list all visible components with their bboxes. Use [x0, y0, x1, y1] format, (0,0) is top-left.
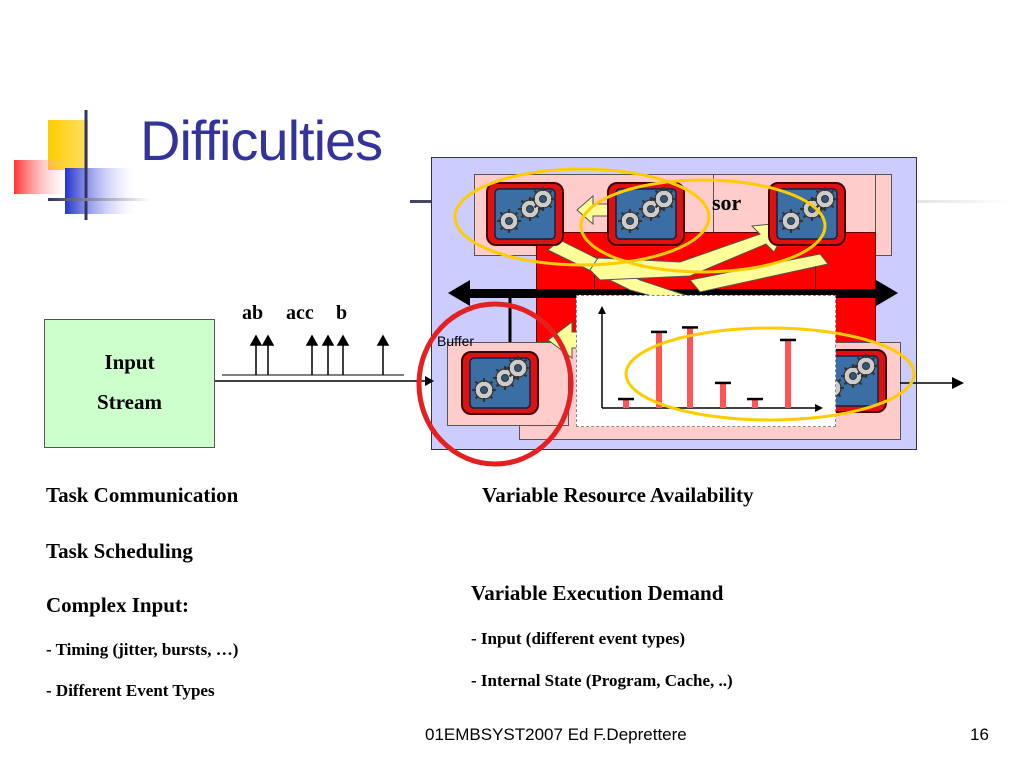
execution-demand-chart — [576, 295, 836, 427]
input-types-text: - Input (different event types) — [471, 629, 686, 648]
chart-bar — [656, 331, 662, 408]
internal-state-text: - Internal State (Program, Cache, ..) — [471, 671, 733, 690]
event-label: ab — [242, 302, 264, 324]
output-arrowhead — [952, 377, 964, 389]
bus-arrowhead-left — [448, 280, 470, 306]
footer-text: 01EMBSYST2007 Ed F.Deprettere — [425, 725, 687, 744]
input-arrowhead — [425, 376, 434, 386]
slide-logo-decoration — [14, 110, 150, 220]
input-stream-label-line2: Stream — [97, 390, 162, 414]
chart-x-axis-arrowhead — [815, 404, 823, 412]
complex-input-ring — [416, 301, 574, 467]
task-scheduling-ring — [579, 178, 827, 274]
execution-demand-chart-svg — [598, 306, 823, 412]
chart-bar — [687, 327, 693, 408]
shared-resource-divider — [815, 256, 816, 296]
task-scheduling-text: Task Scheduling — [46, 539, 193, 563]
processor-label: sor — [712, 190, 742, 215]
shared-resource-divider — [594, 256, 595, 296]
bus-arrowhead-right — [876, 280, 898, 306]
chart-bar — [720, 382, 726, 408]
resource-availability-ring — [624, 326, 916, 422]
chart-bar — [623, 399, 629, 408]
chart-bar — [752, 399, 758, 408]
input-stream-block: Input Stream — [44, 319, 215, 448]
event-label: acc — [286, 302, 314, 324]
timing-text: - Timing (jitter, bursts, …) — [46, 640, 239, 659]
variable-execution-text: Variable Execution Demand — [471, 581, 724, 605]
slide-title: Difficulties — [140, 109, 383, 172]
buffer-label: Buffer — [437, 333, 475, 349]
input-stream-label-line1: Input — [104, 350, 155, 374]
event-arrows — [249, 334, 390, 375]
task-communication-ring — [453, 167, 711, 267]
complex-input-text: Complex Input: — [46, 593, 189, 617]
variable-resource-text: Variable Resource Availability — [482, 483, 754, 507]
event-label: b — [336, 302, 348, 324]
different-event-types-text: - Different Event Types — [46, 681, 215, 700]
page-number: 16 — [970, 725, 989, 744]
processor-divider — [875, 174, 876, 254]
task-communication-text: Task Communication — [46, 483, 239, 507]
chart-y-axis-arrowhead — [598, 306, 606, 314]
chart-bar — [785, 339, 791, 408]
processor-divider — [713, 174, 714, 254]
